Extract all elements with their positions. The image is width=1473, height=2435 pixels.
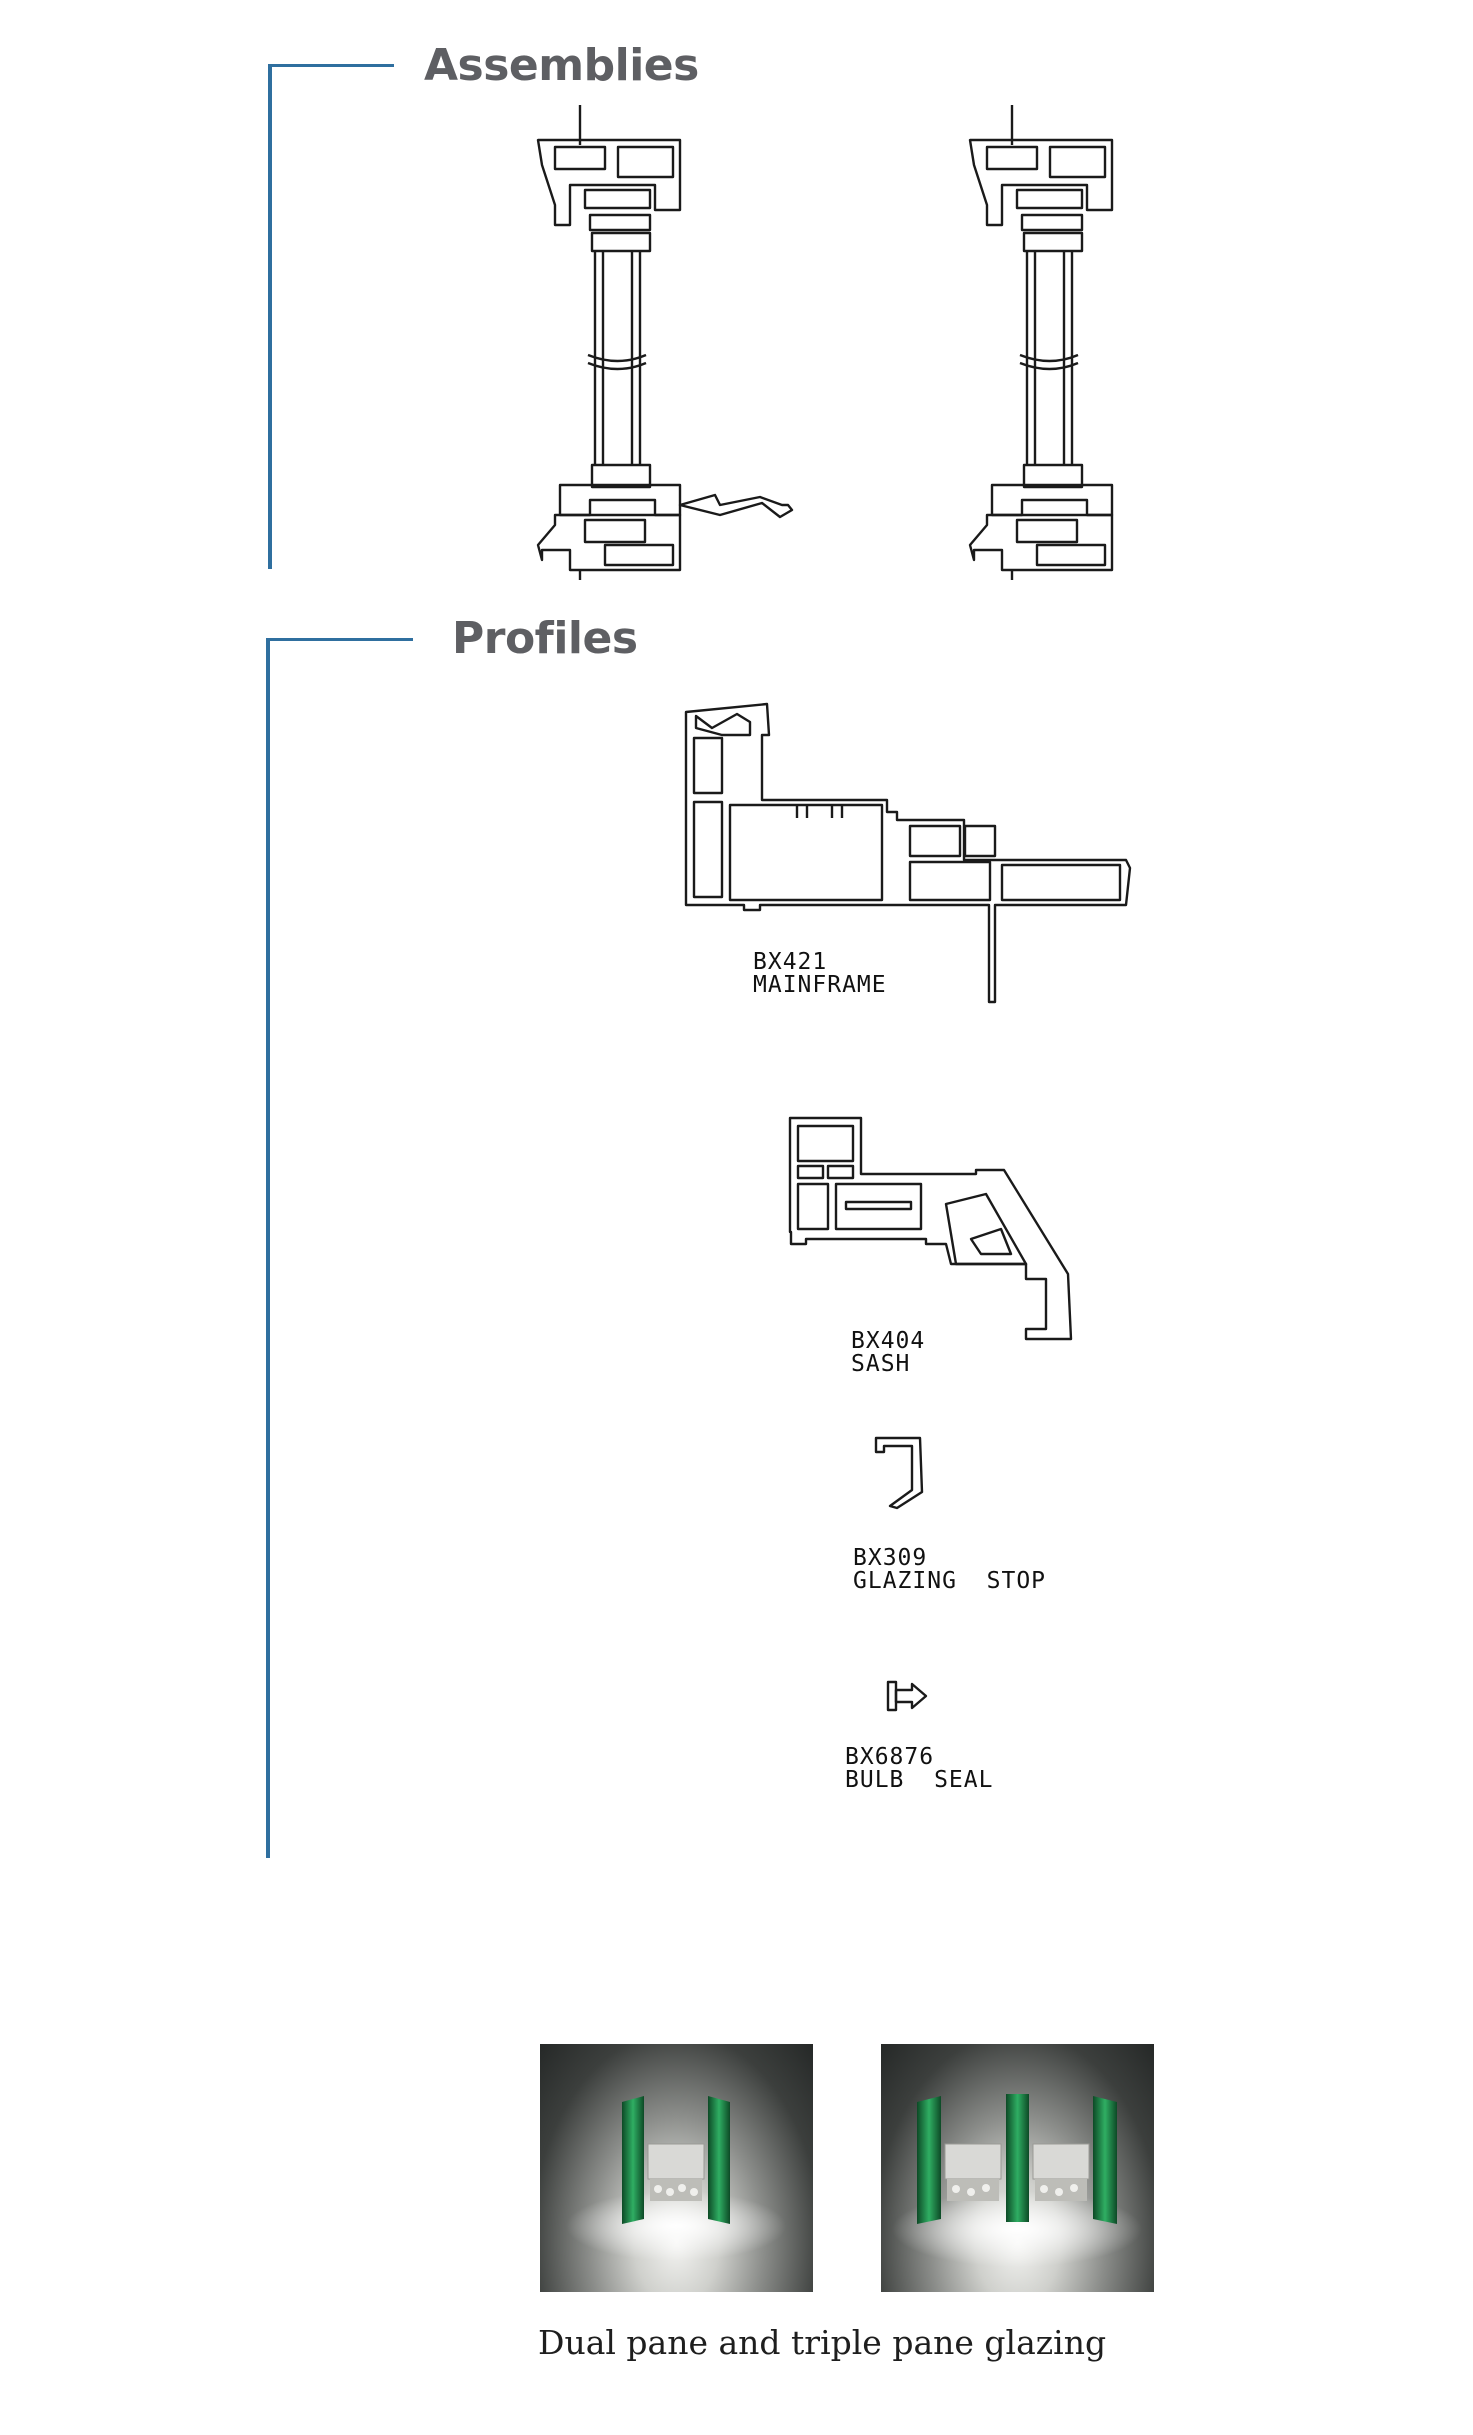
- profiles-bracket-line: [266, 638, 270, 1858]
- glazing-stop-profile-code: BX309: [853, 1545, 928, 1571]
- glazing-stop-profile-name: GLAZING STOP: [853, 1568, 1047, 1594]
- glazing-caption: Dual pane and triple pane glazing: [538, 2323, 1107, 2362]
- mainframe-profile-code: BX421: [753, 949, 828, 975]
- profiles-heading: Profiles: [452, 613, 638, 664]
- sash-profile-name: SASH: [851, 1351, 911, 1377]
- glazing-stop-profile-drawing: [872, 1432, 932, 1512]
- assemblies-bracket-line: [268, 64, 272, 569]
- sash-profile-drawing: [786, 1114, 1076, 1354]
- bulb-seal-profile-name: BULB SEAL: [845, 1767, 994, 1793]
- assemblies-heading: Assemblies: [424, 40, 699, 91]
- bulb-seal-profile-drawing: [884, 1676, 934, 1716]
- bulb-seal-profile-code: BX6876: [845, 1744, 935, 1770]
- triple-pane-glazing-photo: [881, 2044, 1154, 2292]
- mainframe-profile-drawing: [682, 700, 1132, 1010]
- dual-pane-glazing-photo: [540, 2044, 813, 2292]
- mainframe-profile-name: MAINFRAME: [753, 972, 887, 998]
- sash-profile-code: BX404: [851, 1328, 926, 1354]
- assembly-drawing-left: [530, 105, 800, 580]
- assembly-drawing-right: [962, 105, 1132, 580]
- profiles-bracket-top: [268, 638, 413, 641]
- assemblies-bracket-top: [270, 64, 394, 67]
